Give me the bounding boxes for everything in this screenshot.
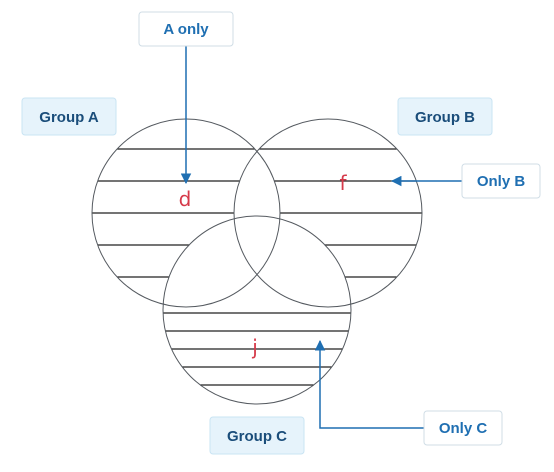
callout-only-b: Only B [461,163,541,199]
a-only-hatch-lines [92,148,255,278]
label-group-c: Group C [209,416,305,455]
label-group-b: Group B [397,97,493,136]
svg-text:A only: A only [163,21,209,38]
svg-text:Only C: Only C [439,420,488,437]
region-a-only-letter: d [179,187,192,211]
b-only-hatch-lines [259,148,422,278]
svg-text:Group B: Group B [415,109,475,126]
svg-text:Group A: Group A [39,109,99,126]
circle-group-c [162,215,352,405]
region-c-only-letter: j [251,335,258,359]
arrow-only-c [314,339,424,429]
callout-only-c: Only C [423,410,503,446]
label-group-a: Group A [21,97,117,136]
svg-text:Group C: Group C [227,428,287,445]
circle-group-b [233,118,423,308]
region-b-only-letter: f [339,171,347,195]
svg-text:Only B: Only B [477,173,526,190]
callout-a-only: A only [138,11,234,47]
c-only-hatch-lines [163,312,351,386]
